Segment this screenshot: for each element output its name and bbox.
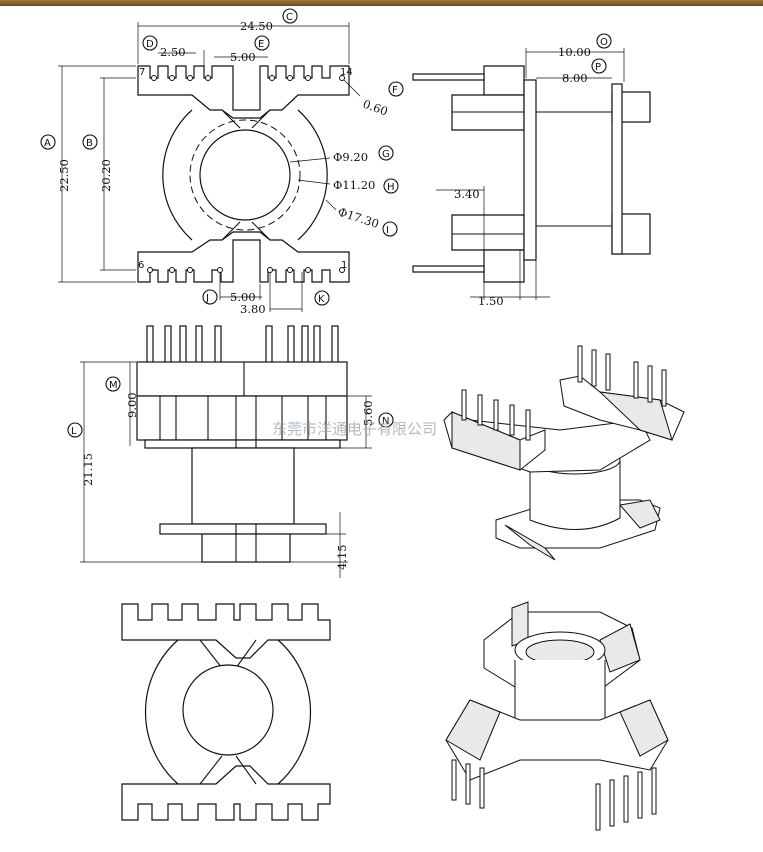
label-p: P bbox=[595, 62, 601, 73]
isometric-view-top bbox=[443, 345, 685, 561]
pin-number-14: 14 bbox=[340, 67, 353, 78]
dim-h-value: Φ11.20 bbox=[333, 178, 375, 192]
top-view: 7 14 6 1 24.50 C D 2.50 E 5.00 0.60 F Φ9… bbox=[40, 8, 404, 316]
dim-n-value: 5.60 bbox=[361, 400, 375, 426]
label-b: B bbox=[86, 138, 93, 149]
dim-o-value: 10.00 bbox=[558, 45, 591, 59]
watermark: 东莞市洋通电子有限公司 bbox=[272, 420, 437, 438]
label-n: N bbox=[382, 416, 389, 427]
label-g: G bbox=[382, 149, 390, 160]
front-view: 21.15 L 9.00 M 5.60 N 4.15 bbox=[67, 325, 394, 578]
label-f: F bbox=[392, 85, 398, 96]
dim-side-step: 1.50 bbox=[478, 294, 504, 308]
top-view-outline-bottom bbox=[137, 231, 350, 283]
dim-e-value: 5.00 bbox=[230, 50, 256, 64]
pin-number-7: 7 bbox=[139, 67, 145, 78]
label-e: E bbox=[258, 39, 264, 50]
dim-m-value: 9.00 bbox=[125, 392, 139, 418]
dim-b-value: 20.20 bbox=[99, 159, 113, 192]
dim-bottom-offset: 4.15 bbox=[335, 544, 349, 570]
core-dashed-circle bbox=[189, 119, 301, 231]
label-m: M bbox=[109, 380, 118, 391]
label-o: O bbox=[600, 37, 608, 48]
label-a: A bbox=[44, 138, 51, 149]
dim-d-value: 2.50 bbox=[160, 45, 186, 59]
label-k: K bbox=[318, 294, 325, 305]
label-h: H bbox=[387, 182, 395, 193]
dim-f-value: 0.60 bbox=[361, 97, 390, 119]
label-i: I bbox=[386, 225, 389, 236]
center-hole bbox=[199, 129, 291, 221]
dim-p-value: 8.00 bbox=[562, 71, 588, 85]
label-d: D bbox=[146, 39, 154, 50]
header-bar bbox=[0, 0, 763, 6]
bottom-view bbox=[121, 603, 331, 821]
dim-i-value: Φ17.30 bbox=[336, 205, 381, 231]
dim-c-value: 24.50 bbox=[240, 19, 273, 33]
label-l: L bbox=[71, 426, 77, 437]
isometric-view-bottom bbox=[445, 601, 669, 831]
dim-side-offset: 3.40 bbox=[454, 187, 480, 201]
label-j: J bbox=[205, 293, 209, 304]
label-c: C bbox=[286, 12, 293, 23]
top-view-outline bbox=[137, 65, 350, 119]
bottom-center-hole bbox=[182, 664, 274, 756]
side-view: 10.00 O 8.00 P 3.40 1.50 bbox=[412, 33, 651, 308]
dim-j-value: 5.00 bbox=[230, 290, 256, 304]
dim-k-value: 3.80 bbox=[240, 302, 266, 316]
dim-a-value: 22.50 bbox=[57, 159, 71, 192]
dim-g-value: Φ9.20 bbox=[333, 150, 368, 164]
dim-l-value: 21.15 bbox=[81, 453, 95, 486]
pin-number-6: 6 bbox=[138, 260, 144, 271]
pin-number-1: 1 bbox=[341, 260, 347, 271]
